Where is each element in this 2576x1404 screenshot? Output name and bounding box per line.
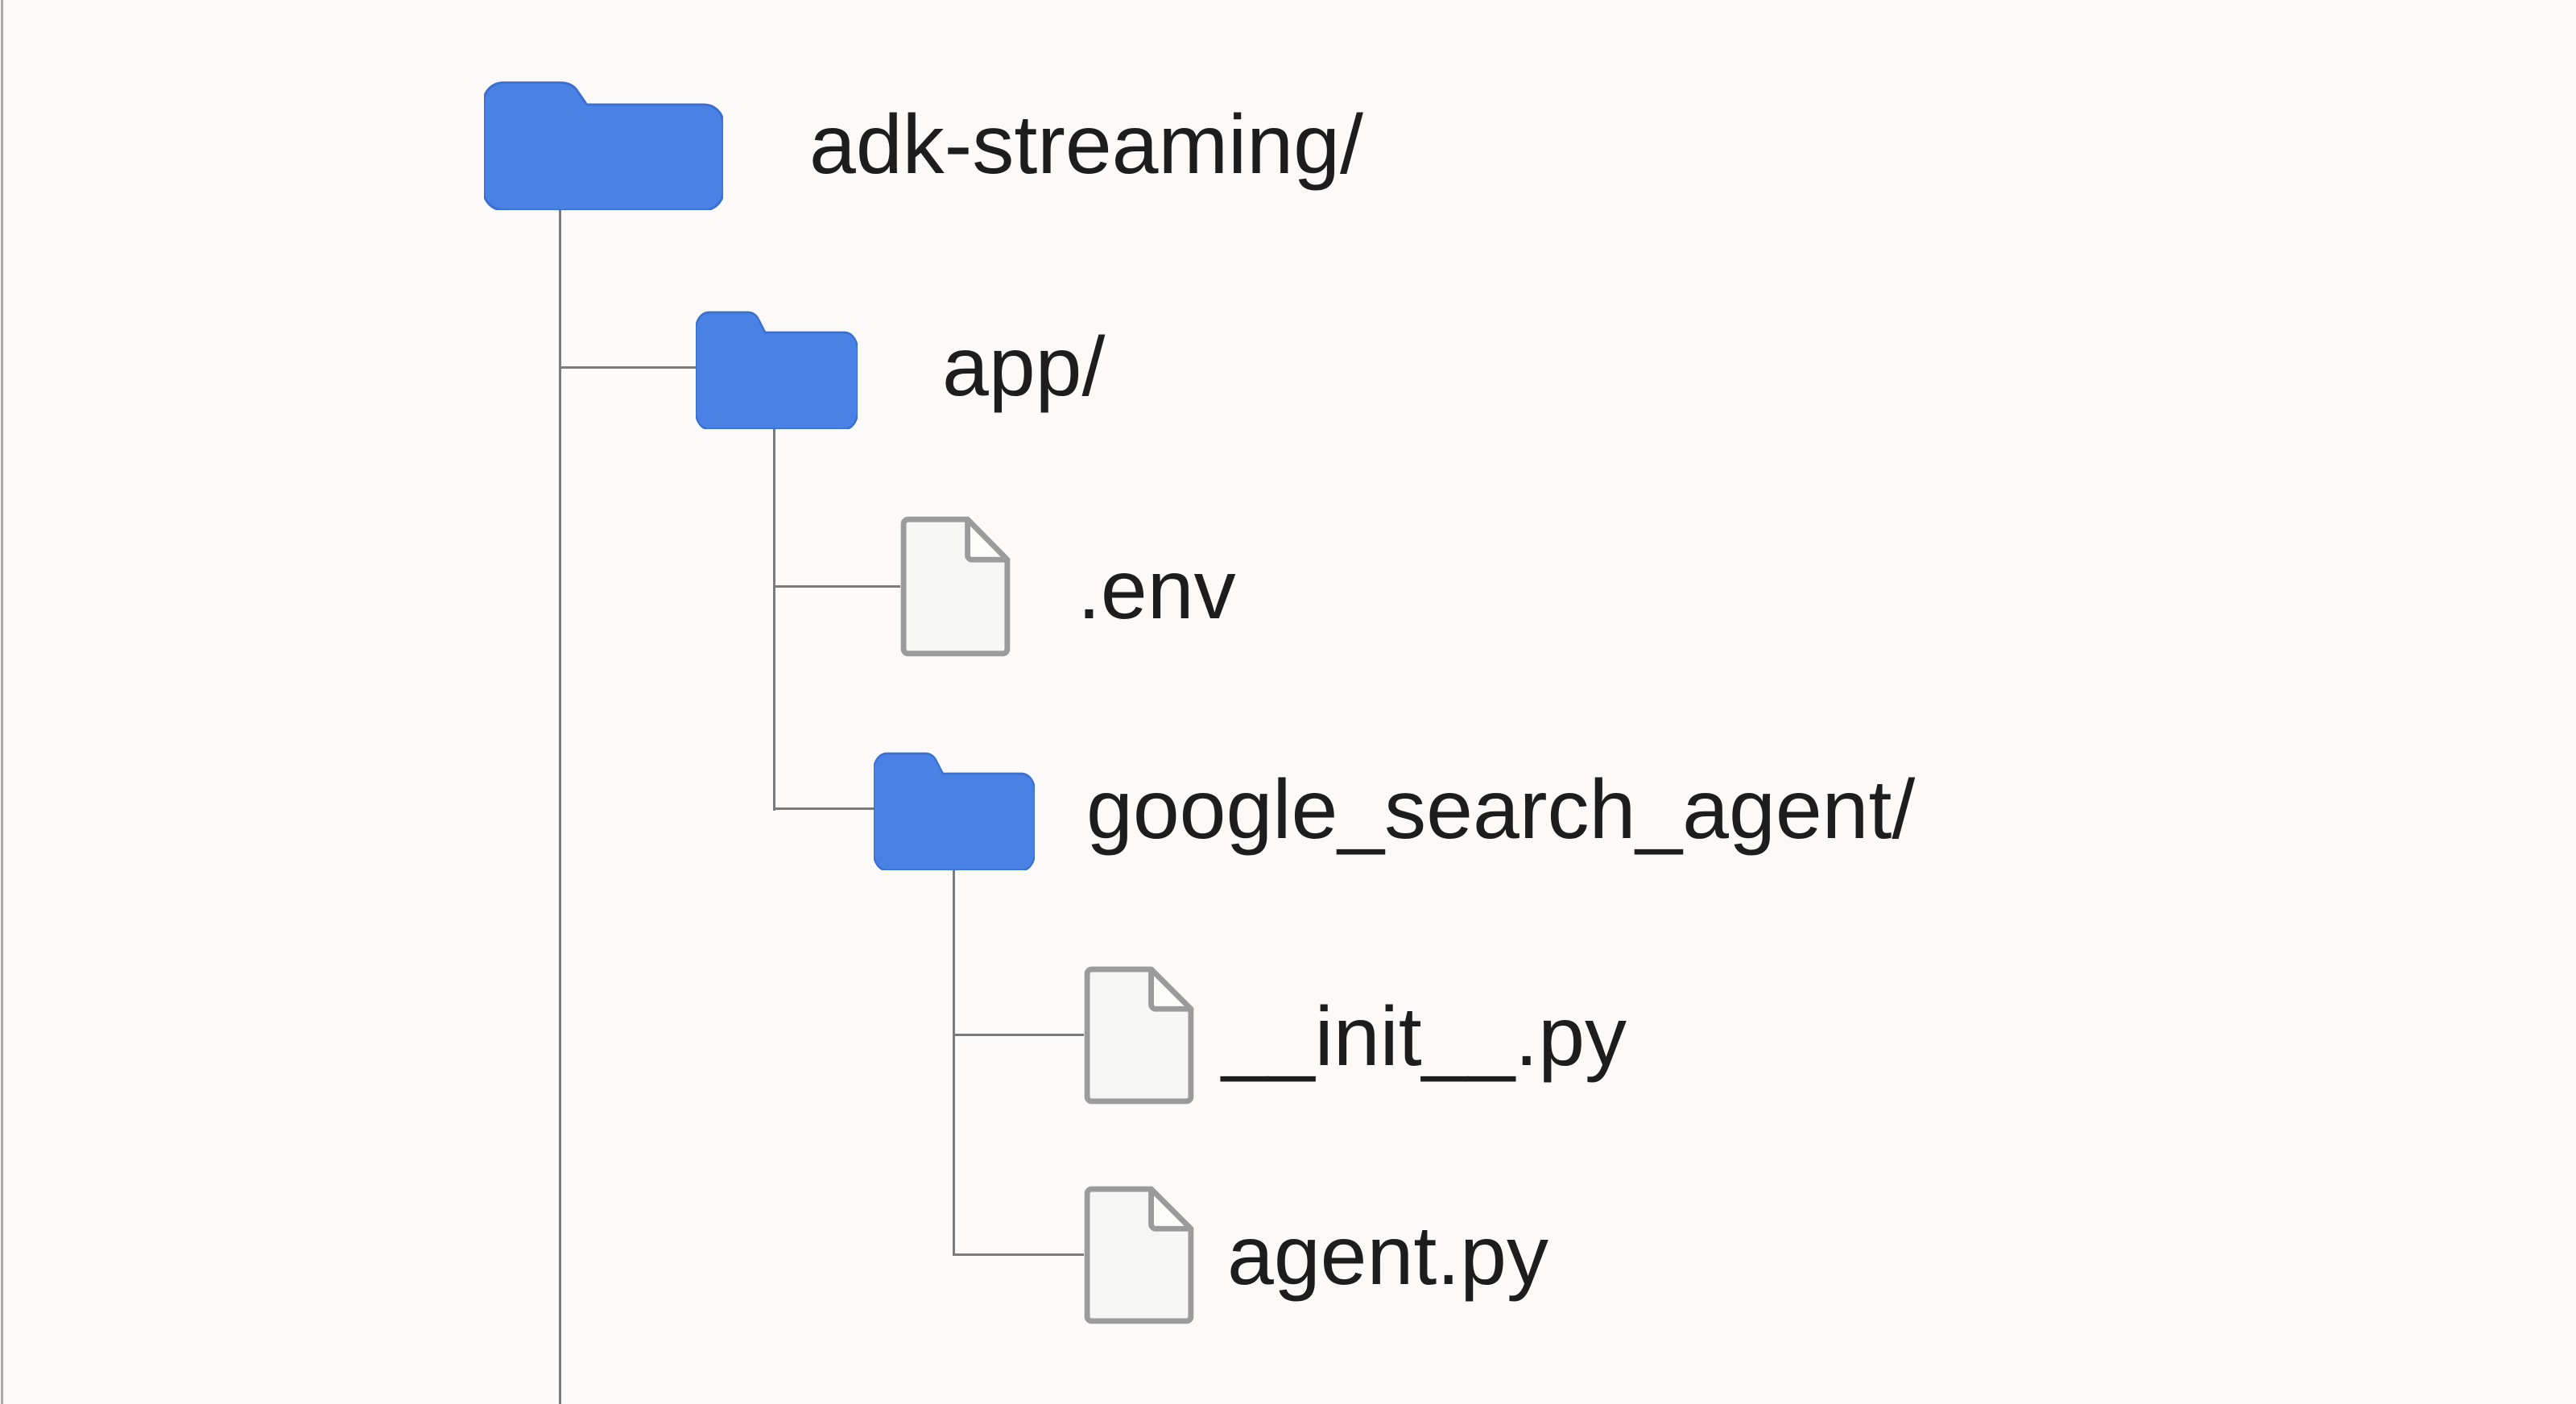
tree-node-label-google-search-agent: google_search_agent/: [1086, 763, 1916, 857]
file-icon: [900, 516, 1011, 657]
tree-connector-branch-app: [559, 366, 698, 369]
tree-connector-branch-agent-py: [953, 1253, 1084, 1256]
tree-connector-branch-google-search-agent: [773, 807, 874, 810]
file-icon: [1084, 1186, 1194, 1324]
folder-icon: [484, 81, 723, 210]
tree-node-label-env: .env: [1077, 543, 1236, 637]
tree-node-label-agent-py: agent.py: [1227, 1209, 1548, 1303]
tree-connector-branch-env: [773, 585, 900, 588]
tree-connector-trunk-root: [559, 209, 561, 1404]
tree-connector-trunk-google-search-agent: [953, 869, 955, 1255]
file-icon: [1084, 966, 1194, 1105]
folder-icon: [874, 752, 1035, 870]
tree-connector-branch-init-py: [953, 1034, 1084, 1036]
left-edge-line: [1, 0, 3, 1404]
tree-node-label-app: app/: [942, 320, 1106, 414]
tree-connector-trunk-app: [773, 427, 775, 811]
folder-icon: [696, 311, 858, 429]
tree-node-label-adk-streaming: adk-streaming/: [809, 98, 1363, 192]
tree-node-label-init-py: __init__.py: [1222, 990, 1627, 1084]
